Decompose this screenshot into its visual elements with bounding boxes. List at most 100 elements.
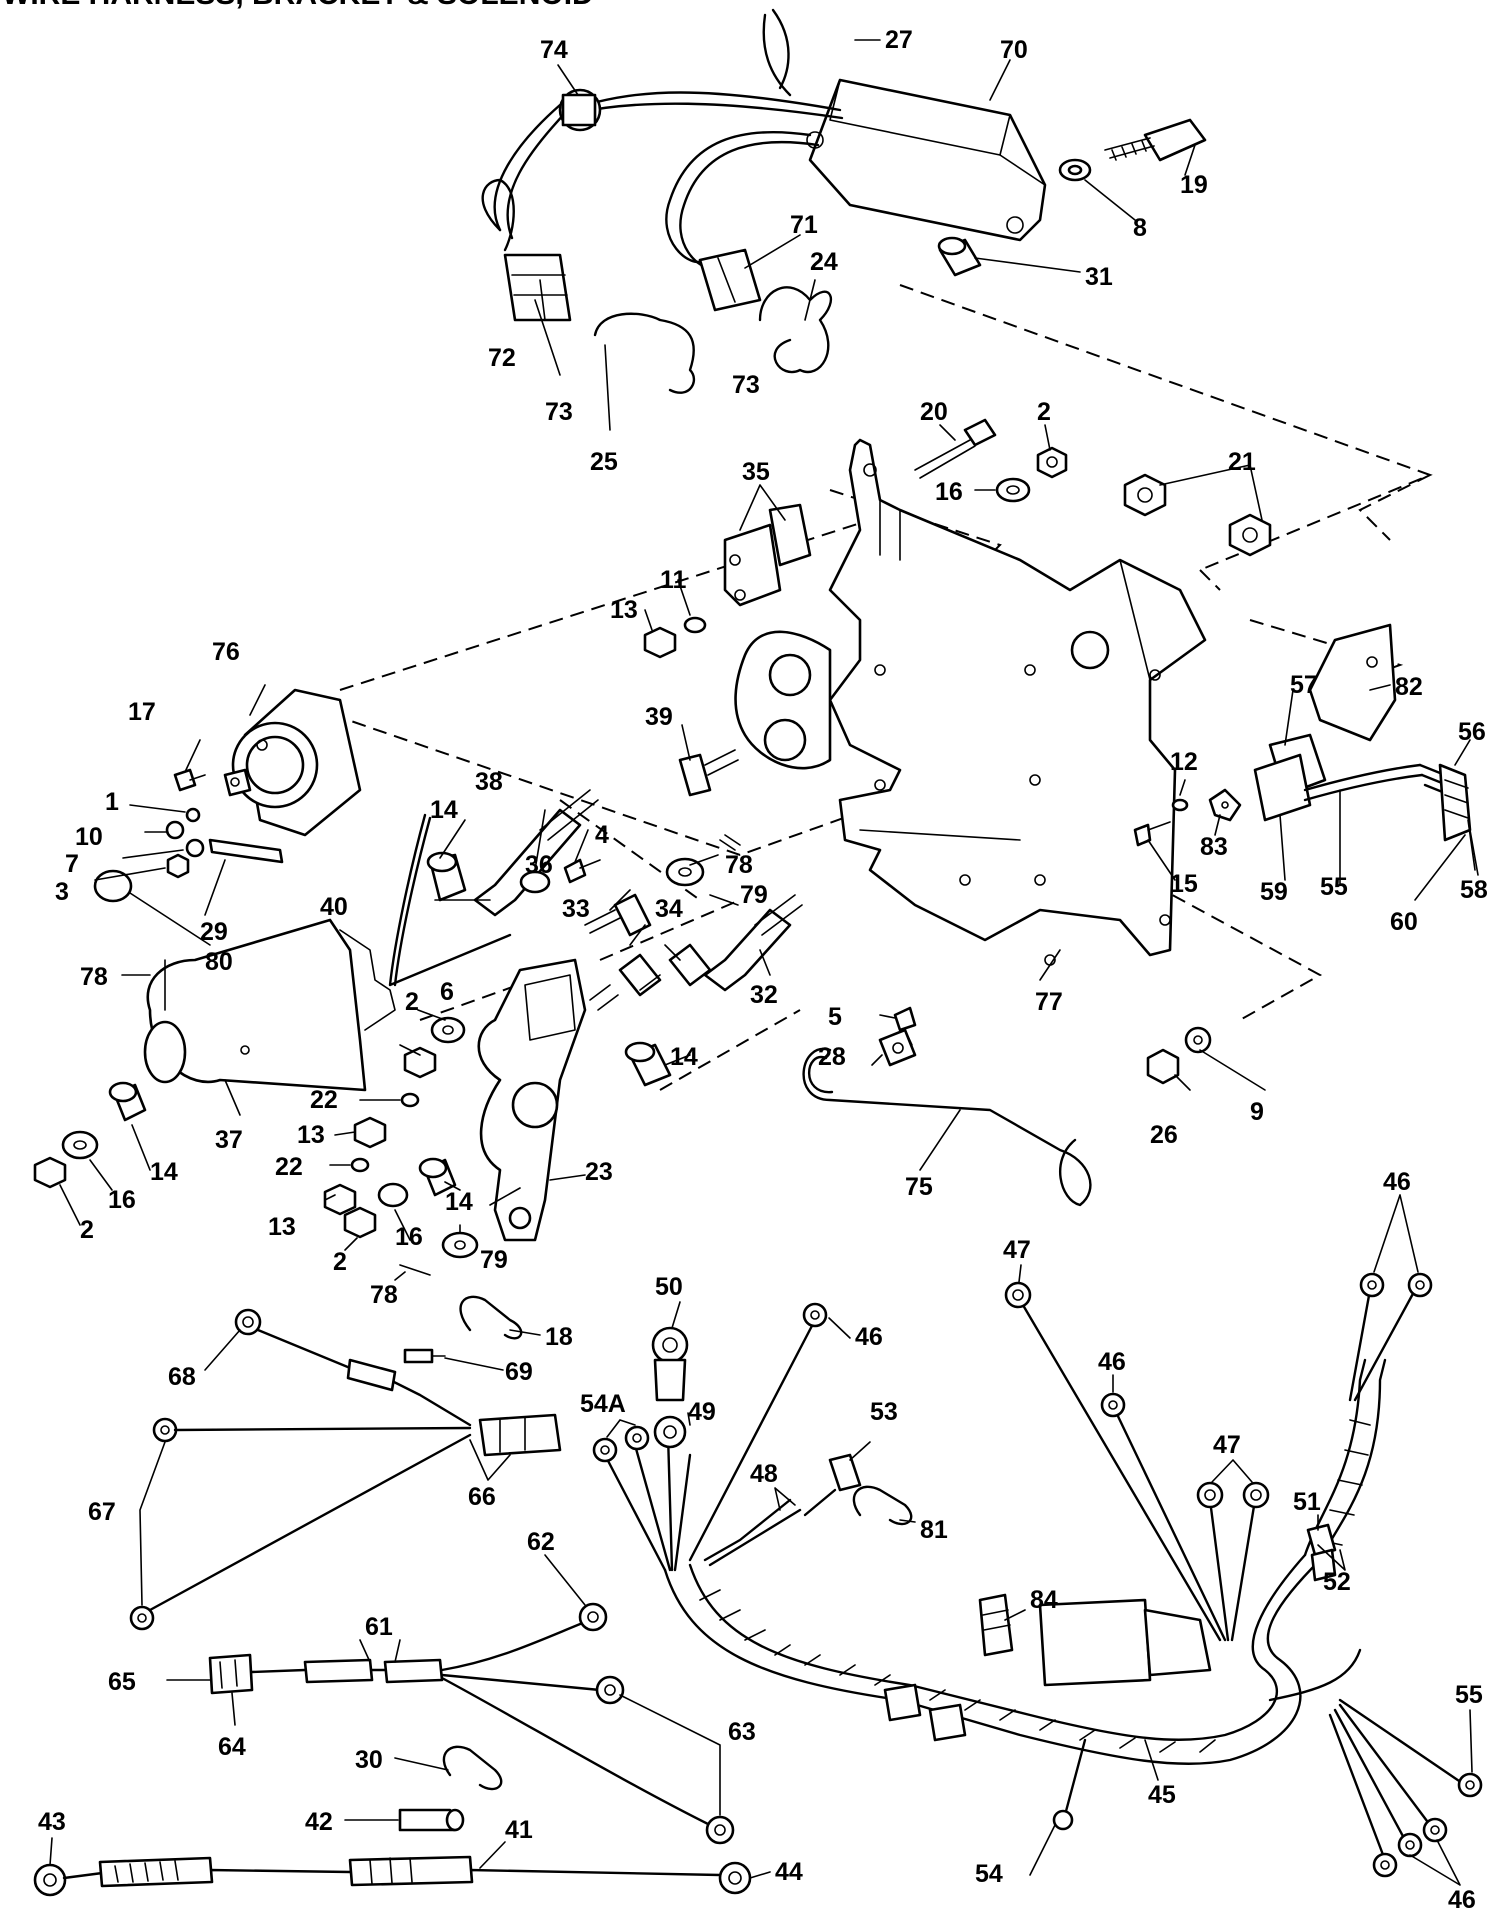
callout-61: 60 [1390,908,1418,936]
callout-69: 68 [168,1363,196,1391]
callout-46b: 46 [1098,1348,1126,1376]
callout-2d: 2 [333,1248,347,1276]
callout-55: 55 [1455,1681,1483,1709]
callout-63: 62 [527,1528,555,1556]
callout-74: 73 [545,398,573,426]
callout-46d: 46 [1448,1886,1476,1912]
callout-78: 77 [1035,988,1063,1016]
callout-labels: 74 27 70 19 8 31 71 24 72 73 73 25 20 2 … [38,26,1488,1912]
screw-icon [563,858,917,1046]
callout-22a: 22 [310,1086,338,1114]
callout-32: 32 [750,981,778,1009]
washer-icon [185,838,205,858]
callout-67: 66 [468,1483,496,1511]
callout-79b: 78 [725,851,753,879]
clamp-28-icon [878,1028,917,1067]
wire-harness-upper-icon [481,8,844,322]
callout-19: 19 [1180,171,1208,199]
callout-41: 41 [505,1816,533,1844]
mounting-bracket-icon [828,438,1207,957]
lockwasher-icon [1184,1026,1212,1054]
callout-46a: 46 [855,1323,883,1351]
screw-icon [173,768,206,792]
callout-54A: 54A [580,1390,626,1418]
link-29-icon [208,838,284,864]
callout-27: 27 [885,26,913,54]
callout-54: 54 [975,1860,1003,1888]
callout-47a: 47 [1003,1236,1031,1264]
callout-2c: 2 [80,1216,94,1244]
cable-stay-icon [802,1047,1092,1207]
callout-13c: 13 [268,1213,296,1241]
callout-18: 18 [545,1323,573,1351]
callout-1: 1 [105,788,119,816]
bushing-icon [108,851,672,1197]
callout-79c: 78 [370,1281,398,1309]
callout-73: 72 [488,344,516,372]
washer-icon [995,477,1031,503]
callout-22b: 22 [275,1153,303,1181]
callout-20: 20 [920,398,948,426]
callout-52: 52 [1323,1568,1351,1596]
connector-53-icon [803,1453,862,1517]
callout-80b: 79 [480,1246,508,1274]
callout-6: 6 [440,978,454,1006]
callout-13b: 13 [297,1121,325,1149]
callout-16a: 16 [935,478,963,506]
nut-icon [33,1046,437,1239]
callout-47b: 47 [1213,1431,1241,1459]
solenoid-icon [223,688,362,837]
callout-34: 34 [655,895,683,923]
callout-14c: 14 [150,1158,178,1186]
callout-82: 81 [920,1516,948,1544]
callout-64: 63 [728,1718,756,1746]
callout-59: 58 [1460,876,1488,904]
callout-29: 29 [200,918,228,946]
callout-3: 3 [55,878,69,906]
throttle-lever-icon [143,918,396,1092]
clip-24-icon [758,286,832,374]
callout-43: 43 [38,1808,66,1836]
callout-11: 11 [660,566,687,594]
battery-cable-41-icon [33,1855,752,1897]
callout-2a: 2 [1037,398,1051,426]
callout-84: 83 [1200,833,1228,861]
callout-80a: 79 [740,881,768,909]
callout-68: 67 [88,1498,116,1526]
callout-40: 40 [320,893,348,921]
callout-7: 7 [65,850,79,878]
cotter-pin-icon [164,834,741,1276]
callout-12: 12 [1170,748,1198,776]
callout-71: 70 [1000,36,1028,64]
stud-icon [473,789,803,1011]
plate-84-icon [1208,788,1242,822]
callout-76: 75 [905,1173,933,1201]
callout-10: 10 [75,823,103,851]
callout-77: 76 [212,638,240,666]
callout-26: 26 [1150,1121,1178,1149]
nut-icon [1036,446,1272,557]
callout-51: 51 [1293,1488,1321,1516]
callout-46c: 46 [1383,1168,1411,1196]
callout-49: 49 [688,1398,716,1426]
callout-74b: 73 [732,371,760,399]
callout-48: 48 [750,1460,778,1488]
callout-9: 9 [1250,1098,1264,1126]
clip-18-icon [459,1295,523,1340]
cap-75-icon [561,93,597,127]
spacer-icon [937,236,982,277]
lead-assembly-icon [129,1308,562,1631]
switch-bracket-icon [723,503,812,607]
leader-lines [49,39,1479,1886]
screw-icon [914,418,997,479]
callout-35: 35 [742,458,770,486]
rectifier-block-icon [806,78,1047,242]
fuse-70-icon [403,1348,446,1364]
callout-25: 25 [590,448,618,476]
callout-44: 44 [775,1858,803,1886]
callout-81: 80 [205,948,233,976]
washer-icon [683,616,707,634]
callout-53: 53 [870,1398,898,1426]
lever-arm-23-icon [477,958,587,1242]
